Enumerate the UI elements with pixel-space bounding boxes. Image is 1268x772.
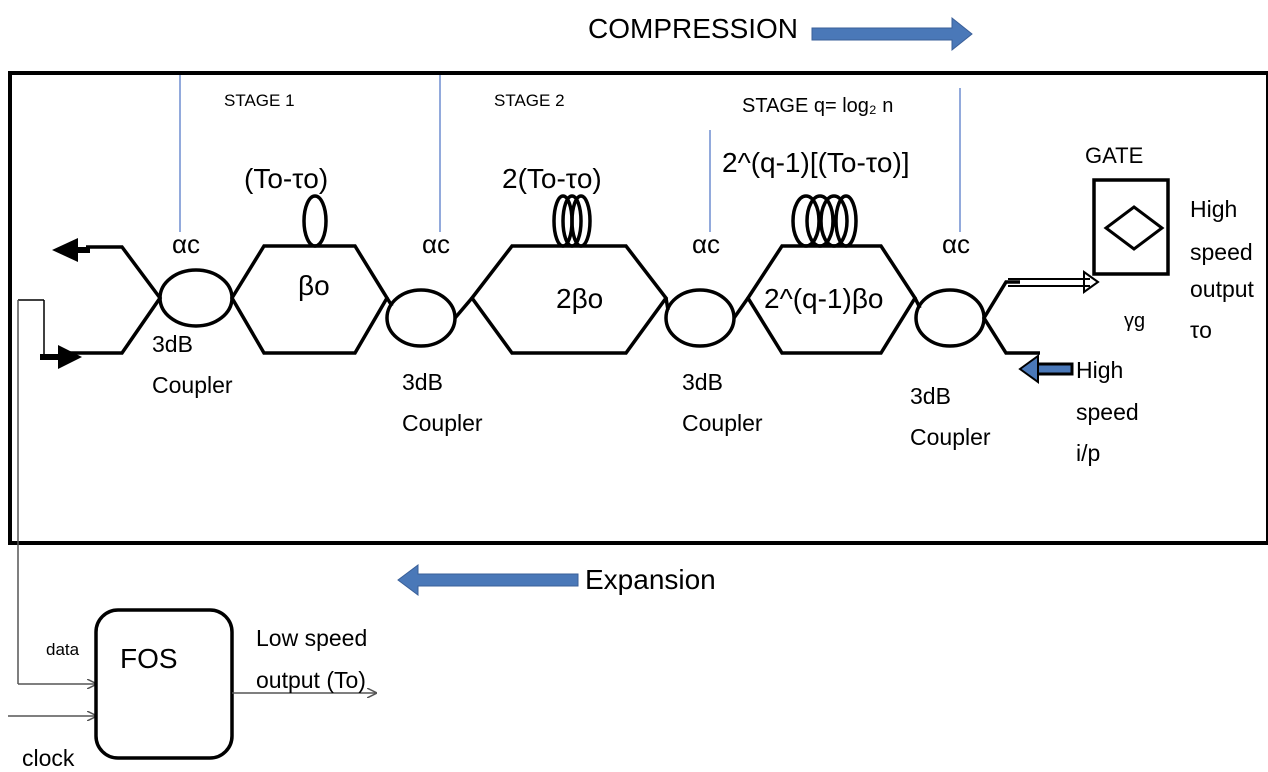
beta-label-stage-2: 2βo	[556, 283, 603, 314]
gate-diamond-icon	[1103, 205, 1165, 251]
expansion-arrow	[397, 564, 579, 596]
coupler-2-label-2: Coupler	[402, 410, 483, 436]
left-input-arrow	[58, 345, 82, 369]
beta-label-stage-q: 2^(q-1)βo	[764, 283, 884, 314]
input-line-3: i/p	[1076, 440, 1100, 466]
stage-1-label: STAGE 1	[224, 91, 295, 110]
coupler-1	[158, 268, 234, 328]
alpha-label: αc	[692, 229, 720, 259]
left-output-arrow	[52, 238, 78, 262]
gate-gamma-label: γg	[1124, 310, 1145, 332]
connector	[732, 296, 750, 320]
delay-label-stage-1: (To-τo)	[244, 163, 328, 194]
connector	[913, 297, 922, 309]
gate-label: GATE	[1085, 143, 1143, 168]
coupler-1-label-2: Coupler	[152, 372, 233, 398]
alpha-label: αc	[422, 229, 450, 259]
coupler-4-label-2: Coupler	[910, 424, 991, 450]
output-line-2: speed	[1190, 239, 1253, 265]
coupler-4	[914, 288, 986, 348]
data-label: data	[46, 640, 80, 659]
high-speed-input-arrowhead	[1018, 354, 1039, 384]
input-line-1: High	[1076, 357, 1123, 383]
coupler-4-label-1: 3dB	[910, 383, 951, 409]
delay-label-stage-2: 2(To-τo)	[502, 163, 602, 194]
expansion-label: Expansion	[585, 564, 716, 595]
input-line-2: speed	[1076, 399, 1139, 425]
stage-2-label: STAGE 2	[494, 91, 565, 110]
low-speed-label-1: Low speed	[256, 625, 367, 651]
coupler-2	[385, 288, 457, 348]
fos-box	[94, 608, 234, 760]
beta-label-stage-1: βo	[298, 270, 330, 301]
right-port-lines	[981, 280, 1040, 355]
compression-label: COMPRESSION	[588, 13, 798, 44]
connector	[385, 297, 394, 307]
gate-input-arrow	[1083, 270, 1100, 294]
coupler-2-label-1: 3dB	[402, 369, 443, 395]
coupler-3-label-1: 3dB	[682, 369, 723, 395]
compression-arrow	[811, 16, 973, 52]
high-speed-input-arrow	[1034, 362, 1074, 376]
low-speed-label-2: output (To)	[256, 667, 366, 693]
fos-label: FOS	[120, 643, 178, 674]
system-box	[8, 71, 1268, 545]
fiber-loop	[302, 194, 328, 248]
alpha-label: αc	[172, 229, 200, 259]
connector	[453, 296, 474, 320]
left-port-lines	[58, 245, 163, 355]
output-line-1: High	[1190, 196, 1237, 222]
coupler-3-label-2: Coupler	[682, 410, 763, 436]
coupler-3	[664, 288, 736, 348]
alpha-label: αc	[942, 229, 970, 259]
stage-q-label: STAGE q= log₂ n	[742, 95, 893, 117]
output-line-3: output	[1190, 276, 1255, 302]
coupler-1-label-1: 3dB	[152, 331, 193, 357]
output-line-4: τo	[1190, 317, 1212, 343]
connector	[664, 297, 670, 311]
clock-label: clock	[22, 745, 75, 771]
delay-label-stage-q: 2^(q-1)[(To-τo)]	[722, 147, 910, 178]
